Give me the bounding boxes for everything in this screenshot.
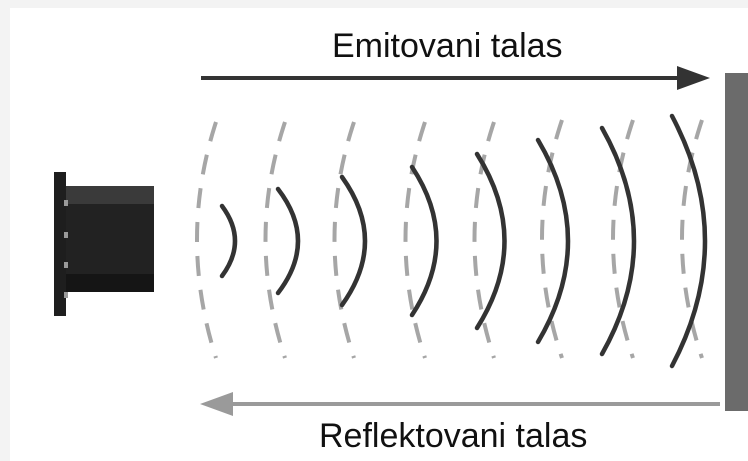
emitted-wave-front <box>409 164 439 318</box>
ultrasonic-transducer-icon <box>54 172 154 316</box>
reflected-wave-front <box>332 121 356 359</box>
emitted-wave-label: Emitovani talas <box>332 27 563 65</box>
reflected-wave-front <box>472 121 496 359</box>
emitted-wave-fronts <box>219 113 708 369</box>
emitted-wave-front <box>535 137 571 345</box>
emitted-wave-front <box>474 151 507 331</box>
emitted-wave-front <box>275 186 301 296</box>
reflected-wave-front <box>403 121 427 359</box>
reflected-wave-front <box>195 121 218 359</box>
emitted-wave-front <box>599 125 637 357</box>
reflected-wave-fronts <box>195 119 704 359</box>
reflected-wave-front <box>680 119 704 359</box>
reflected-wave-label: Reflektovani talas <box>319 417 588 455</box>
emitted-wave-front <box>669 113 708 369</box>
reflected-wave-front <box>611 119 635 359</box>
reflected-arrow <box>200 392 720 416</box>
emitted-arrow <box>201 66 710 90</box>
emitted-wave-front <box>219 203 238 279</box>
emitted-wave-front <box>339 174 368 308</box>
reflected-wave-front <box>540 119 564 359</box>
reflected-wave-front <box>263 121 287 359</box>
reflecting-wall-icon <box>725 73 748 411</box>
